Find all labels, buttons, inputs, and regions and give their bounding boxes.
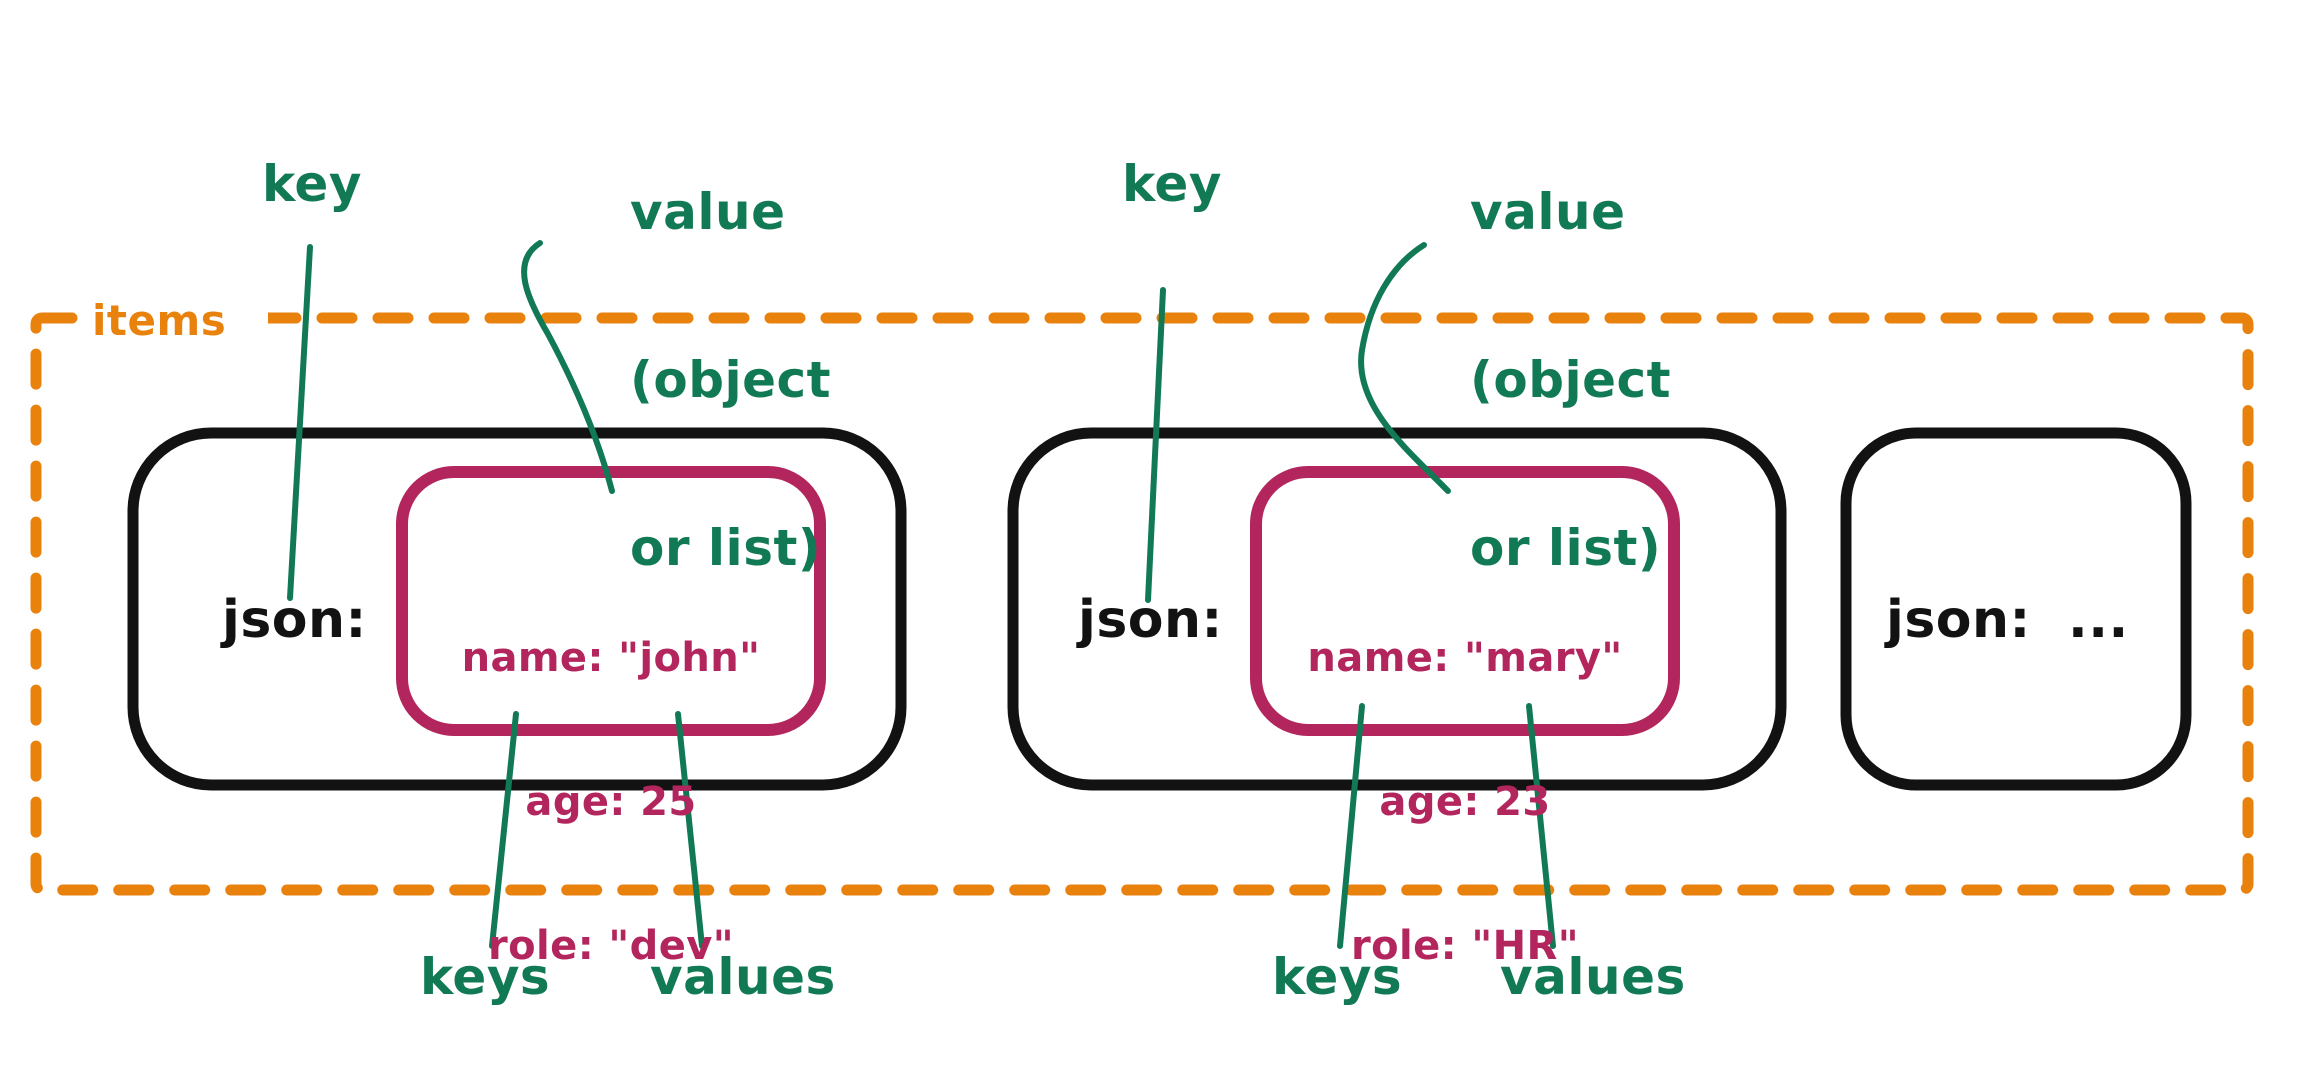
card-2-field-name: name: "mary" xyxy=(1307,635,1623,681)
annotation-value-right-line-1: value xyxy=(1470,183,1626,241)
annotation-value-left-line-1: value xyxy=(630,183,786,241)
annotation-values-left: values xyxy=(650,948,836,1006)
annotation-key-right: key xyxy=(1122,155,1222,213)
leader-value-right xyxy=(1358,242,1451,494)
leader-keys-left xyxy=(489,711,519,949)
card-3-json-label: json: ... xyxy=(1886,590,2129,650)
card-2-object-text: name: "mary" age: 23 role: "HR" xyxy=(1256,538,1674,1066)
card-1-field-role: role: "dev" xyxy=(488,923,734,969)
card-2-field-role: role: "HR" xyxy=(1351,923,1579,969)
leader-values-right xyxy=(1526,703,1556,949)
annotation-value-left-line-2: (object xyxy=(630,351,832,409)
annotation-value-right: value (object or list) xyxy=(1470,72,1671,688)
card-1-object-box xyxy=(396,466,826,736)
leader-key-left xyxy=(287,244,313,601)
leader-value-left xyxy=(521,240,615,494)
card-2-object-box xyxy=(1250,466,1680,736)
annotation-values-right: values xyxy=(1500,948,1686,1006)
annotation-value-left-line-3: or list) xyxy=(630,519,822,577)
leader-key-right xyxy=(1145,287,1166,603)
card-1-object-text: name: "john" age: 25 role: "dev" xyxy=(402,538,820,1066)
card-2-json-label: json: xyxy=(1078,590,1223,650)
annotation-value-left: value (object or list) xyxy=(630,72,831,688)
leader-keys-right xyxy=(1337,703,1365,949)
annotation-value-right-line-3: or list) xyxy=(1470,519,1662,577)
annotation-key-left: key xyxy=(262,155,362,213)
card-2-field-age: age: 23 xyxy=(1379,779,1551,825)
card-1-field-name: name: "john" xyxy=(461,635,761,681)
items-label-knockout xyxy=(82,296,268,344)
annotation-keys-left: keys xyxy=(420,948,551,1006)
items-container-border xyxy=(30,312,2254,896)
annotation-value-right-line-2: (object xyxy=(1470,351,1672,409)
leader-values-left xyxy=(675,711,705,949)
card-1-field-age: age: 25 xyxy=(525,779,697,825)
card-1-json-label: json: xyxy=(222,590,367,650)
items-container-label: items xyxy=(92,296,227,345)
card-3-border xyxy=(1840,427,2192,791)
annotation-keys-right: keys xyxy=(1272,948,1403,1006)
